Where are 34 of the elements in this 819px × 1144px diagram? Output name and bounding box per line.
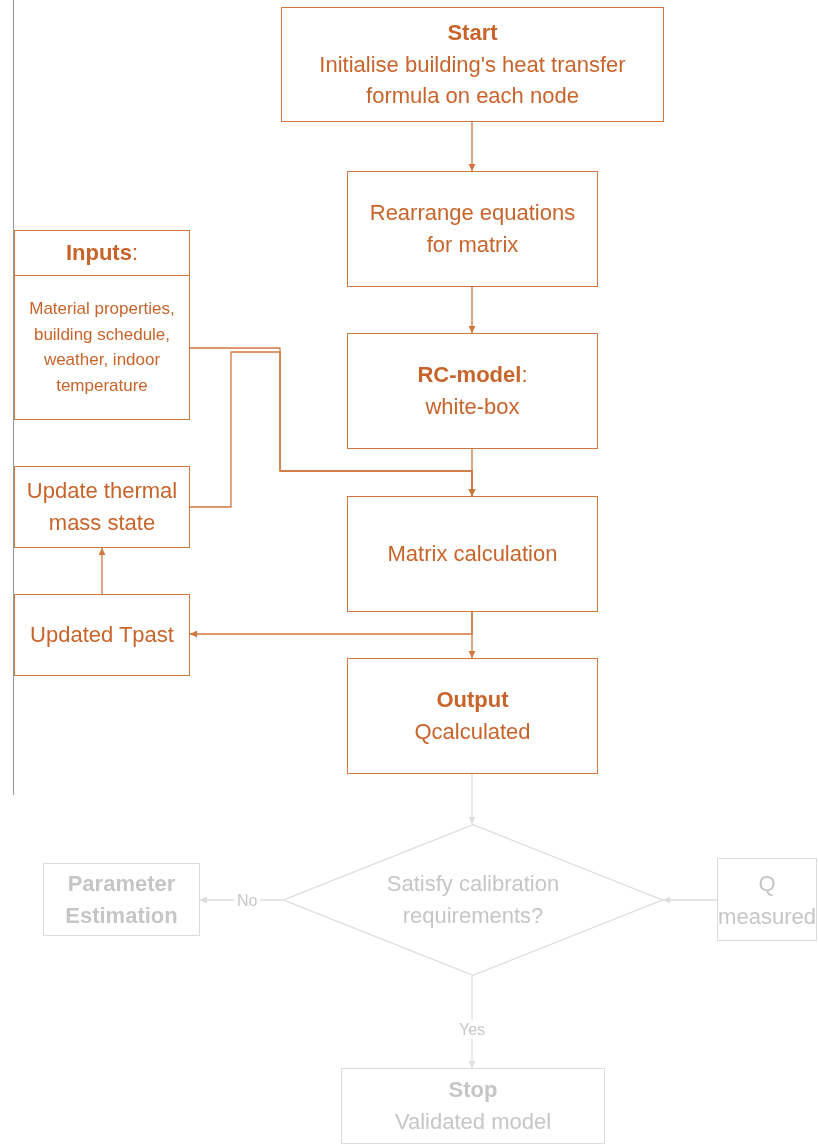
body-text: Validated model [394,1108,552,1136]
arrow [662,896,718,904]
start-box [281,7,664,122]
arrow [468,773,476,825]
heading-text: Start [447,18,498,47]
arrow [468,121,476,172]
process-box [347,496,598,612]
process-box [347,171,598,287]
input-box [14,230,190,420]
body-text: white-box [425,393,520,421]
arrow [189,611,473,638]
body-text: Qcalculated [414,718,531,746]
box-text: Rearrange equations for matrix [368,199,577,259]
box-text: Q measured [718,869,816,931]
box-text: Updated Tpast [30,621,174,650]
stop-box [341,1068,605,1144]
box-text: Parameter Estimation [64,869,179,930]
body-text: Initialise building's heat transfer formula on each node [318,50,627,111]
decision-text: Satisfy calibration requirements? [385,870,561,930]
output-box [347,658,598,774]
box-text: Update thermal mass state [25,477,179,537]
box-text: Matrix calculation [387,540,558,569]
heading-text: RC-model: [417,361,528,390]
heading-text: Stop [448,1076,498,1105]
arrow [468,286,476,334]
heading-text: Output [436,686,509,715]
process-box [14,594,190,676]
process-box [347,333,598,449]
input-box [717,858,817,941]
process-box [14,466,190,548]
body-text: Material properties, building schedule, weather, indoor temperature [28,298,176,397]
arrow [98,547,106,595]
heading-text: Inputs: [15,231,189,276]
process-box [43,863,200,936]
